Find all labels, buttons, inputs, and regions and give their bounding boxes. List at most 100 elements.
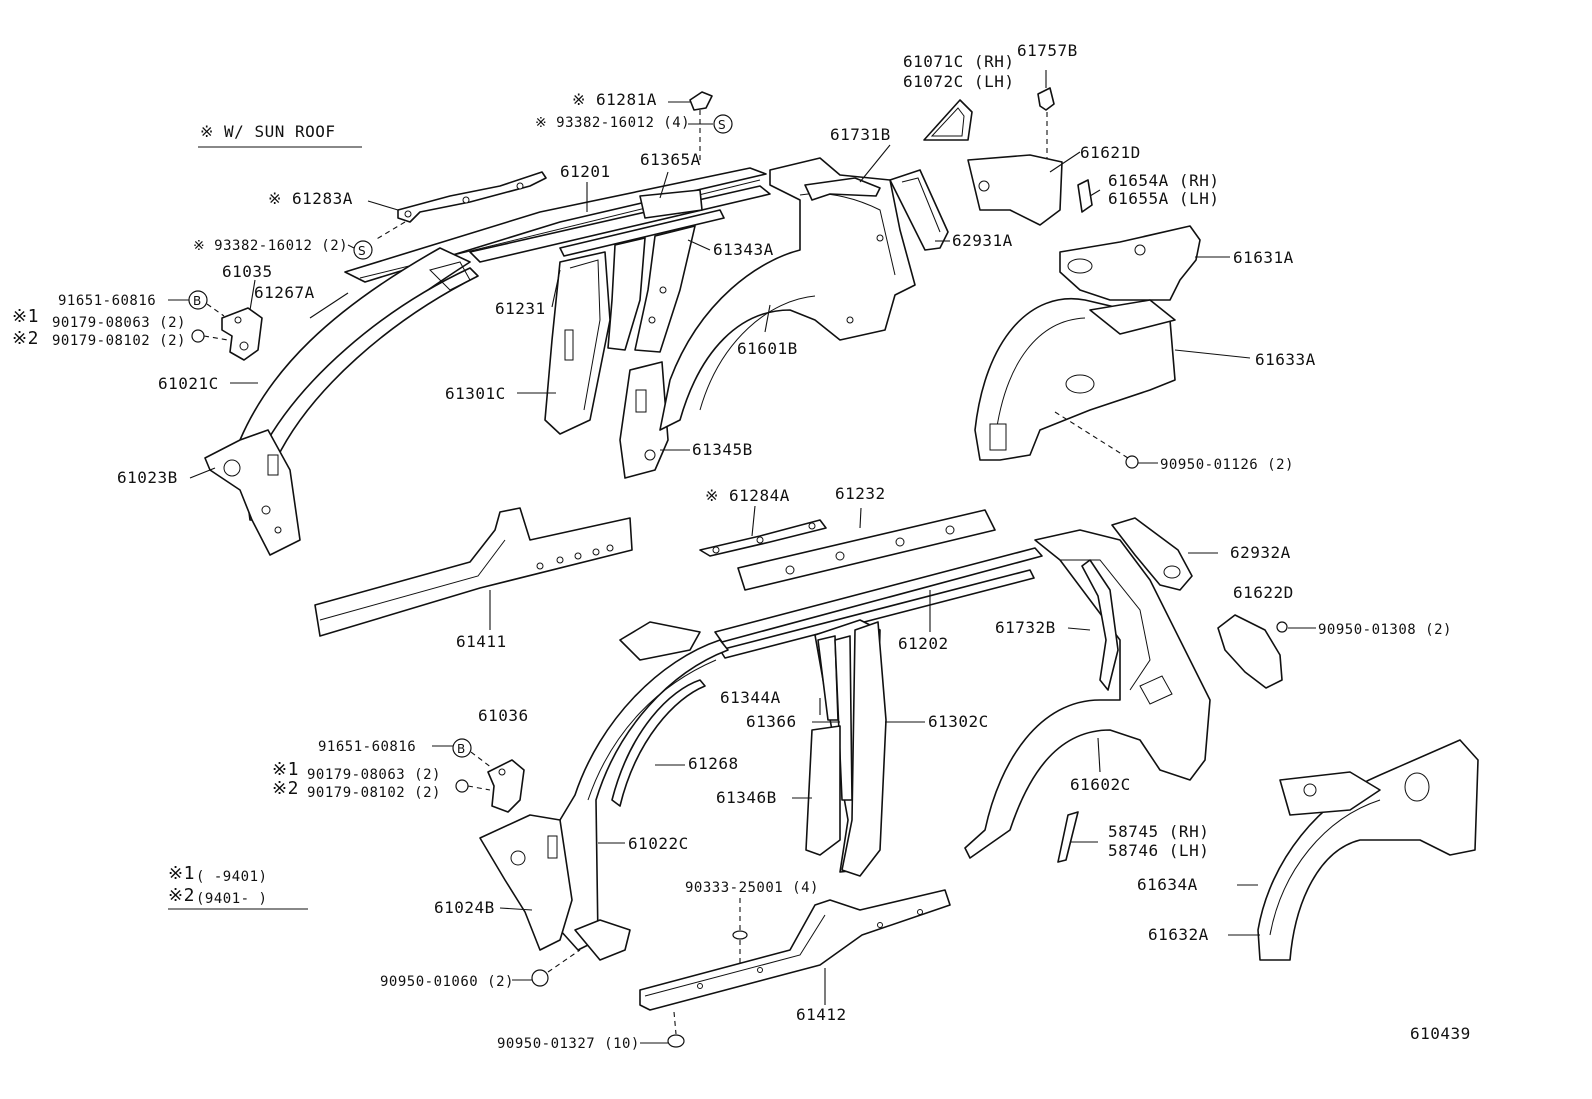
svg-text:S: S bbox=[358, 244, 366, 258]
label-61344A: 61344A bbox=[720, 688, 781, 707]
label-90179-08063-top: 90179-08063 (2) bbox=[52, 315, 186, 331]
front-pillar-61022C bbox=[559, 621, 729, 961]
mark-1-bot: ※1 bbox=[272, 759, 299, 780]
label-61633A: 61633A bbox=[1255, 350, 1316, 369]
label-61632A: 61632A bbox=[1148, 925, 1209, 944]
label-61634A: 61634A bbox=[1137, 875, 1198, 894]
bracket-61757B bbox=[1037, 70, 1055, 160]
extension-62931A bbox=[889, 169, 949, 251]
roof-side-rail-61201 bbox=[344, 167, 771, 283]
bolt-b-mark-icon-lower bbox=[452, 738, 472, 758]
plug-90950-01060-icon bbox=[531, 969, 549, 987]
label-61283A: ※ 61283A bbox=[268, 189, 353, 208]
label-61622D: 61622D bbox=[1233, 583, 1294, 602]
spacer-58745 bbox=[1057, 811, 1079, 863]
clip-icon bbox=[191, 329, 205, 343]
mark-1-top: ※1 bbox=[12, 306, 39, 327]
label-62932A: 62932A bbox=[1230, 543, 1291, 562]
label-61071C: 61071C (RH) bbox=[903, 52, 1015, 71]
label-61731B: 61731B bbox=[830, 125, 891, 144]
front-pillar-lower-61024B bbox=[479, 814, 573, 951]
screw-s-mark-icon-left bbox=[353, 240, 373, 260]
label-61072C: 61072C (LH) bbox=[903, 72, 1015, 91]
roof-rail-inner-61232 bbox=[737, 509, 996, 591]
svg-text:B: B bbox=[457, 742, 465, 756]
label-61412: 61412 bbox=[796, 1005, 847, 1024]
label-58745: 58745 (RH) bbox=[1108, 822, 1210, 841]
leader-lines bbox=[189, 144, 1260, 1044]
legend-mark-2: ※2 bbox=[168, 885, 195, 906]
label-61024B: 61024B bbox=[434, 898, 495, 917]
label-90179-08102-top: 90179-08102 (2) bbox=[52, 333, 186, 349]
clip-icon-lower bbox=[455, 779, 469, 793]
mark-2-top: ※2 bbox=[12, 328, 39, 349]
front-pillar-61021C bbox=[204, 247, 479, 556]
label-91651-top: 91651-60816 bbox=[58, 293, 157, 309]
label-93382-left: ※ 93382-16012 (2) bbox=[193, 238, 349, 254]
label-90950-01060: 90950-01060 (2) bbox=[380, 974, 514, 990]
legend-range-1: ( -9401) bbox=[196, 869, 268, 885]
label-58746: 58746 (LH) bbox=[1108, 841, 1210, 860]
label-61602C: 61602C bbox=[1070, 775, 1131, 794]
label-61366: 61366 bbox=[746, 712, 797, 731]
quarter-panel-61601B bbox=[659, 157, 916, 431]
label-61757B: 61757B bbox=[1017, 41, 1078, 60]
roof-side-rail-61202 bbox=[714, 547, 1043, 659]
wheel-house-61633A bbox=[974, 297, 1176, 461]
extension-61654A bbox=[1077, 179, 1093, 213]
rocker-panel-61411 bbox=[314, 507, 633, 637]
back-panel-61732B bbox=[1081, 559, 1119, 691]
label-61302C: 61302C bbox=[928, 712, 989, 731]
label-61346B: 61346B bbox=[716, 788, 777, 807]
label-61345B: 61345B bbox=[692, 440, 753, 459]
label-61267A: 61267A bbox=[254, 283, 315, 302]
label-61232: 61232 bbox=[835, 484, 886, 503]
label-61411: 61411 bbox=[456, 632, 507, 651]
gutter-61621D bbox=[967, 154, 1063, 226]
label-61035: 61035 bbox=[222, 262, 273, 281]
bracket-61284A bbox=[699, 519, 827, 557]
roof-rail-inner-61231 bbox=[559, 189, 725, 257]
clip-90333-icon bbox=[732, 930, 748, 940]
label-61365A: 61365A bbox=[640, 150, 701, 169]
label-90950-01126: 90950-01126 (2) bbox=[1160, 457, 1294, 473]
center-pillar-61302C bbox=[805, 619, 887, 877]
legend-range-2: (9401- ) bbox=[196, 891, 268, 907]
label-61301C: 61301C bbox=[445, 384, 506, 403]
label-61343A: 61343A bbox=[713, 240, 774, 259]
label-90179-08063-bot: 90179-08063 (2) bbox=[307, 767, 441, 783]
pillar-reinforcement-61343A bbox=[607, 225, 696, 353]
wheel-house-61631A bbox=[1059, 225, 1201, 301]
back-panel-upper-61731B bbox=[804, 177, 881, 201]
center-pillar-61301C bbox=[544, 251, 611, 435]
quarter-panel-61602C bbox=[964, 529, 1211, 859]
label-90950-01327: 90950-01327 (10) bbox=[497, 1036, 640, 1052]
clip-90950-01327-icon bbox=[667, 1034, 685, 1048]
label-62931A: 62931A bbox=[952, 231, 1013, 250]
label-61268: 61268 bbox=[688, 754, 739, 773]
nut-icon bbox=[1276, 621, 1288, 633]
label-61654A: 61654A (RH) bbox=[1108, 171, 1220, 190]
label-90333: 90333-25001 (4) bbox=[685, 880, 819, 896]
label-93382-top: ※ 93382-16012 (4) bbox=[535, 115, 691, 131]
label-61601B: 61601B bbox=[737, 339, 798, 358]
label-61284A: ※ 61284A bbox=[705, 486, 790, 505]
label-61021C: 61021C bbox=[158, 374, 219, 393]
screw-icon bbox=[1125, 455, 1139, 469]
bracket-61035 bbox=[221, 307, 263, 361]
label-90179-08102-bot: 90179-08102 (2) bbox=[307, 785, 441, 801]
svg-text:B: B bbox=[193, 294, 201, 308]
label-61023B: 61023B bbox=[117, 468, 178, 487]
sun-roof-note: ※ W/ SUN ROOF bbox=[200, 122, 336, 141]
extension-62932A bbox=[1111, 517, 1193, 591]
rocker-panel-61412 bbox=[639, 889, 951, 1011]
sunroof-bracket-61283A bbox=[374, 171, 547, 241]
pillar-lower-61345B bbox=[619, 361, 669, 479]
label-61281A: ※ 61281A bbox=[572, 90, 657, 109]
screw-s-mark-icon bbox=[713, 114, 733, 134]
label-61036: 61036 bbox=[478, 706, 529, 725]
label-91651-bot: 91651-60816 bbox=[318, 739, 417, 755]
bracket-61036 bbox=[487, 759, 525, 813]
legend-mark-1: ※1 bbox=[168, 863, 195, 884]
